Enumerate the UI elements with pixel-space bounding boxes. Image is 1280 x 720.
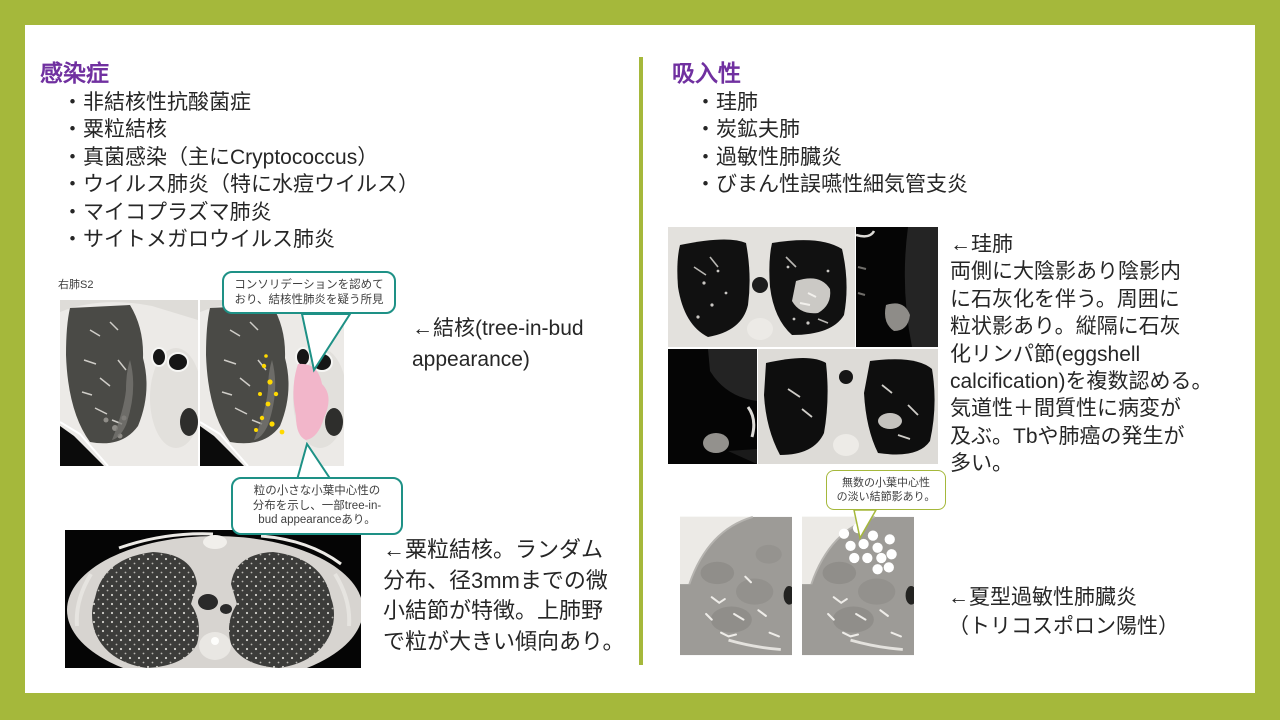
ct-image-silicosis-1 <box>668 227 855 347</box>
list-item: ・マイコプラズマ肺炎 <box>62 200 272 224</box>
ct-image-silicosis-3 <box>668 349 757 464</box>
yellow-tree-in-bud-marks <box>254 354 285 435</box>
callout-tail <box>295 442 333 481</box>
left-section-heading: 感染症 <box>40 60 109 86</box>
ct-image-silicosis-2 <box>856 227 938 347</box>
ct-image-hp-annotated <box>802 512 914 660</box>
list-item: ・炭鉱夫肺 <box>695 118 800 142</box>
annotation-tb: ←結核(tree-in-bud appearance) <box>412 317 584 371</box>
ct-image-tb-plain <box>60 300 198 466</box>
list-item: ・過敏性肺臓炎 <box>695 145 842 169</box>
list-item: ・ウイルス肺炎（特に水痘ウイルス） <box>62 173 419 197</box>
right-bullet-list: ・珪肺 ・炭鉱夫肺 ・過敏性肺臓炎 ・びまん性誤嚥性細気管支炎 <box>695 89 968 199</box>
list-item: ・珪肺 <box>695 91 758 114</box>
ct-label-right-lung-s2: 右肺S2 <box>58 279 94 291</box>
ct-image-hp-plain <box>680 512 792 660</box>
right-section-heading: 吸入性 <box>672 60 741 86</box>
callout-nodules: 無数の小葉中心性 の淡い結節影あり。 <box>826 470 946 510</box>
list-item: ・サイトメガロウイルス肺炎 <box>62 228 335 252</box>
callout-centrilobular: 粒の小さな小葉中心性の 分布を示し、一部tree-in- bud appeara… <box>231 477 403 535</box>
list-item: ・粟粒結核 <box>62 118 167 142</box>
left-bullet-list: ・非結核性抗酸菌症 ・粟粒結核 ・真菌感染（主にCryptococcus） ・ウ… <box>62 89 419 253</box>
callout-tail <box>853 509 878 541</box>
pink-consolidation-highlight <box>293 363 329 440</box>
list-item: ・びまん性誤嚥性細気管支炎 <box>695 173 968 197</box>
ct-image-silicosis-4 <box>758 349 938 464</box>
callout-tail <box>300 313 352 373</box>
list-item: ・非結核性抗酸菌症 <box>62 91 251 114</box>
list-item: ・真菌感染（主にCryptococcus） <box>62 145 379 169</box>
column-divider <box>639 57 643 665</box>
ct-image-miliary-tb <box>65 530 361 668</box>
white-nodule-marks <box>838 523 897 575</box>
annotation-hp: ←夏型過敏性肺臓炎 （トリコスポロン陽性） <box>948 586 1179 638</box>
annotation-silicosis: ←珪肺 両側に大陰影あり陰影内 に石灰化を伴う。周囲に 粒状影あり。縦隔に石灰 … <box>950 233 1213 476</box>
annotation-miliary: ←粟粒結核。ランダム 分布、径3mmまでの微 小結節が特徴。上肺野 で粒が大きい… <box>383 537 625 654</box>
callout-consolidation: コンソリデーションを認めて おり、結核性肺炎を疑う所見 <box>222 271 396 314</box>
ct-image-tb-annotated <box>200 300 344 466</box>
